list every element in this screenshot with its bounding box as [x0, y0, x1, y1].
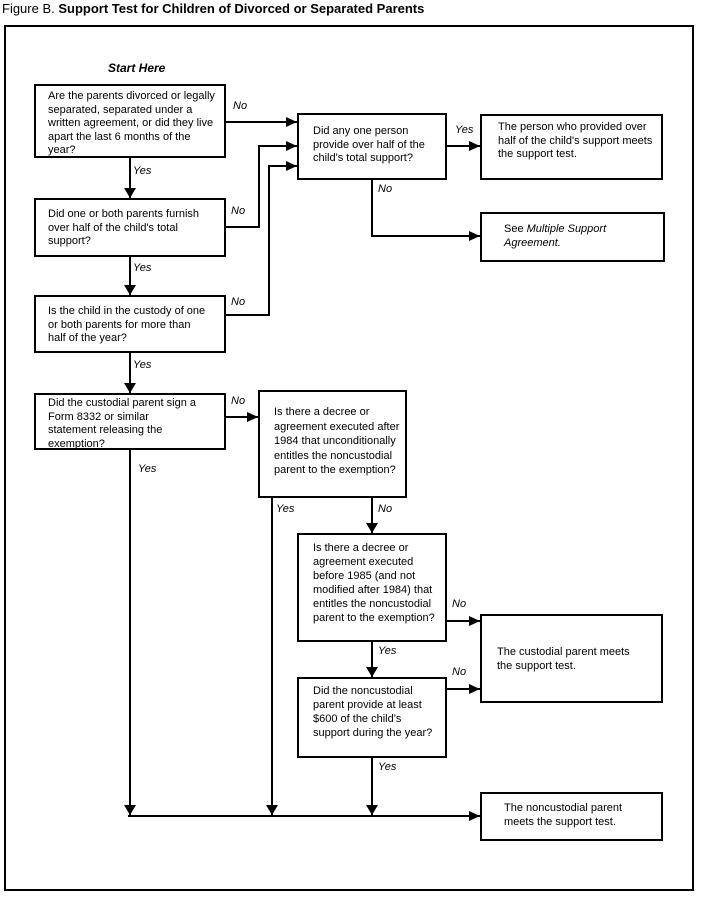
connector-decree1984-no	[371, 498, 373, 533]
connector-q1-yes	[129, 158, 131, 198]
label-no: No	[452, 598, 467, 610]
decision-box-parents-divorced: Are the parents divorced or legally sepa…	[34, 84, 226, 158]
arrowhead-down	[366, 667, 378, 677]
decision-box-decree-after-1984: Is there a decree or agreement executed …	[258, 390, 407, 498]
arrowhead-down	[124, 805, 136, 815]
arrowhead-down	[124, 188, 136, 198]
arrowhead-right	[469, 141, 480, 151]
label-no: No	[231, 395, 246, 407]
arrowhead-right	[469, 684, 480, 694]
connector-q1-no	[226, 121, 297, 123]
result-box-person-provided: The person who provided over half of the…	[480, 114, 663, 180]
result-box-multiple-support-agreement: See Multiple Support Agreement.	[480, 212, 665, 262]
arrowhead-down	[124, 285, 136, 295]
connector-decree1984-yes	[271, 498, 273, 815]
arrowhead-right	[286, 117, 297, 127]
arrowhead-down	[366, 523, 378, 533]
label-yes: Yes	[133, 359, 152, 371]
label-yes: Yes	[133, 262, 152, 274]
decision-box-one-person-support: Did any one person provide over half of …	[297, 113, 447, 180]
multiple-support-agreement-reference: Multiple Support Agreement.	[504, 223, 607, 249]
label-no: No	[452, 666, 467, 678]
connector-decree1985-yes	[371, 642, 373, 677]
decision-box-form-8332: Did the custodial parent sign a Form 833…	[34, 393, 226, 450]
connector-600-no	[447, 688, 480, 690]
connector-q3-no	[226, 314, 270, 316]
start-here-label: Start Here	[108, 61, 166, 75]
arrowhead-down	[366, 805, 378, 815]
arrowhead-down	[266, 805, 278, 815]
decision-box-furnish-half-support: Did one or both parents furnish over hal…	[34, 198, 226, 257]
connector-one-person-no	[371, 235, 480, 237]
figure-label: Figure B.	[2, 1, 55, 16]
arrowhead-right	[247, 412, 258, 422]
arrowhead-right	[469, 231, 480, 241]
label-yes: Yes	[133, 165, 152, 177]
connector-q2-no-entry	[258, 145, 297, 147]
arrowhead-right	[286, 161, 297, 171]
connector-q2-no	[226, 226, 260, 228]
label-yes: Yes	[378, 645, 397, 657]
connector-bottom-rail	[128, 815, 480, 817]
connector-one-person-yes	[447, 145, 480, 147]
label-yes: Yes	[455, 124, 474, 136]
arrowhead-down	[124, 383, 136, 393]
label-no: No	[231, 205, 246, 217]
connector-q2-yes	[129, 257, 131, 295]
label-yes: Yes	[378, 761, 397, 773]
connector-q4-yes	[129, 450, 131, 815]
figure-title-text: Support Test for Children of Divorced or…	[58, 1, 425, 16]
arrowhead-right	[286, 141, 297, 151]
result-box-custodial-parent: The custodial parent meets the support t…	[480, 614, 663, 703]
decision-box-600-support: Did the noncustodial parent provide at l…	[297, 677, 447, 758]
label-no: No	[378, 183, 393, 195]
connector-q2-no-riser	[258, 145, 260, 228]
connector-600-yes	[371, 758, 373, 815]
label-no: No	[233, 100, 248, 112]
label-no: No	[231, 296, 246, 308]
arrowhead-right	[469, 616, 480, 626]
decision-box-child-custody: Is the child in the custody of one or bo…	[34, 295, 226, 353]
connector-q4-no	[226, 416, 258, 418]
connector-decree1985-no	[447, 620, 480, 622]
label-yes: Yes	[276, 503, 295, 515]
connector-q3-no-entry	[268, 165, 297, 167]
flowchart-frame	[4, 25, 694, 891]
connector-q3-yes	[129, 353, 131, 393]
figure-title: Figure B. Support Test for Children of D…	[2, 1, 424, 16]
connector-one-person-no-drop	[371, 180, 373, 237]
result-box-noncustodial-parent: The noncustodial parent meets the suppor…	[480, 792, 663, 841]
decision-box-decree-before-1985: Is there a decree or agreement executed …	[297, 533, 447, 642]
see-prefix: See	[504, 223, 527, 235]
connector-q3-no-riser	[268, 165, 270, 316]
label-no: No	[378, 503, 393, 515]
arrowhead-right	[469, 811, 480, 821]
label-yes: Yes	[138, 463, 157, 475]
